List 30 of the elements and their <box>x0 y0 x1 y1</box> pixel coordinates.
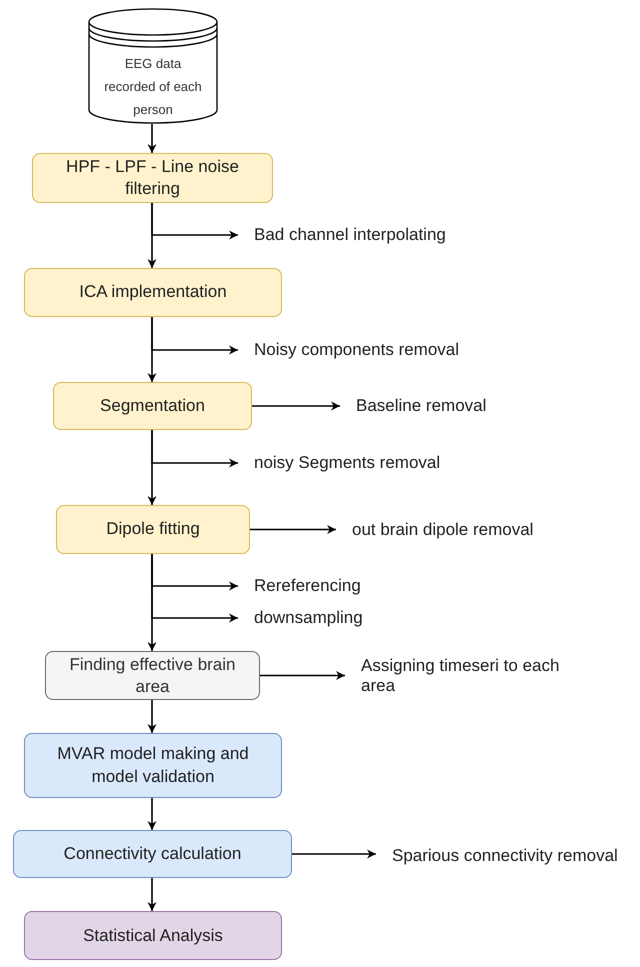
process-box: MVAR model making and model validation <box>24 733 282 798</box>
step-note: Rereferencing <box>254 576 362 596</box>
step-note: Noisy components removal <box>254 340 460 360</box>
arrow <box>252 402 340 410</box>
process-box: Finding effective brain area <box>45 651 260 700</box>
process-box: Dipole fitting <box>56 505 250 554</box>
process-box: HPF - LPF - Line noise filtering <box>32 153 273 203</box>
step-note: Assigning timeseri to each area <box>361 656 560 696</box>
step-note: out brain dipole removal <box>352 520 534 540</box>
step-note: Sparious connectivity removal <box>392 846 619 866</box>
step-note: noisy Segments removal <box>254 452 442 474</box>
arrow <box>148 317 156 382</box>
arrow <box>292 850 376 858</box>
arrow <box>260 671 345 680</box>
process-box: Connectivity calculation <box>13 830 292 878</box>
arrow <box>148 124 156 153</box>
process-box: Segmentation <box>53 382 252 430</box>
arrow <box>148 700 156 733</box>
process-box: Statistical Analysis <box>24 911 282 960</box>
arrow <box>148 203 156 268</box>
process-box: ICA implementation <box>24 268 282 317</box>
step-note: Baseline removal <box>356 396 488 416</box>
arrow <box>148 554 156 651</box>
step-note: downsampling <box>254 608 364 628</box>
step-note: Bad channel interpolating <box>254 224 447 246</box>
arrow <box>148 430 156 505</box>
arrow <box>148 878 156 911</box>
arrow <box>250 525 336 534</box>
arrow <box>148 798 156 830</box>
node-label: EEG data recorded of each person <box>104 55 202 119</box>
